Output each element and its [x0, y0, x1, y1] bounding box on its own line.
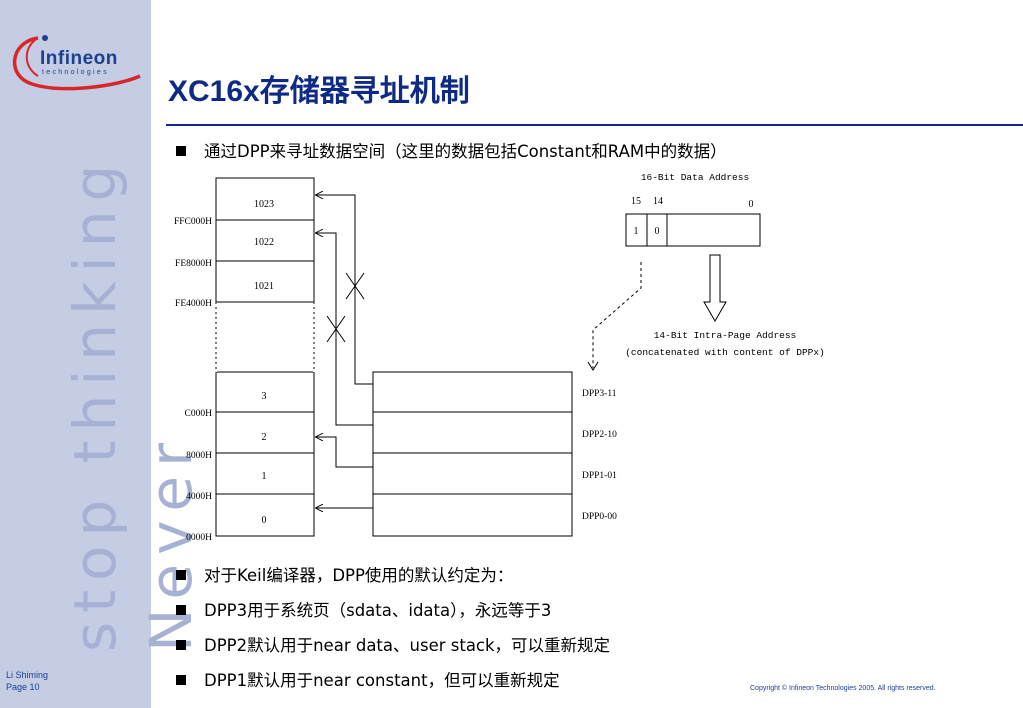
address-label: 4000H [186, 492, 212, 502]
bit-14-label: 14 [653, 196, 663, 207]
memory-column [215, 177, 315, 537]
bullet-text: DPP3用于系统页（sdata、idata），永远等于3 [204, 601, 552, 620]
dpp-label: DPP3-11 [582, 389, 617, 399]
bit-cell-1: 1 [634, 226, 639, 237]
bullet-text: 通过DPP来寻址数据空间（这里的数据包括Constant和RAM中的数据） [204, 142, 727, 161]
page-label-1023: 1023 [254, 199, 274, 210]
address-label: C000H [185, 409, 213, 419]
intra-page-note: (concatenated with content of DPPx) [625, 347, 825, 358]
data-address-register [625, 213, 761, 247]
bullet-square-icon [176, 146, 186, 156]
bullet-item: DPP1默认用于near constant，但可以重新规定 [176, 667, 560, 691]
address-label: FE8000H [175, 259, 212, 269]
bullet-item: DPP2默认用于near data、user stack，可以重新规定 [176, 632, 610, 656]
dpp-label: DPP1-01 [582, 471, 617, 481]
bit-15-label: 15 [631, 196, 641, 207]
bullet-item: DPP3用于系统页（sdata、idata），永远等于3 [176, 597, 551, 621]
dpp-select-dashed-arrow [592, 262, 642, 368]
address-label: FFC000H [174, 217, 212, 227]
bullet-square-icon [176, 675, 186, 685]
bullet-text: DPP1默认用于near constant，但可以重新规定 [204, 671, 560, 690]
infineon-logo-icon [13, 35, 141, 91]
data-address-title: 16-Bit Data Address [641, 172, 749, 183]
bullet-text: DPP2默认用于near data、user stack，可以重新规定 [204, 636, 611, 655]
page-label-1022: 1022 [254, 237, 274, 248]
page-label-1021: 1021 [254, 281, 274, 292]
address-label: FE4000H [175, 299, 212, 309]
hollow-down-arrow-icon [703, 254, 727, 322]
dashed-arrow-head-icon [587, 361, 599, 371]
footer-author: Li Shiming [6, 670, 49, 680]
page-label-3: 3 [262, 391, 267, 402]
dpp-label: DPP0-00 [582, 512, 617, 522]
page-label-1: 1 [262, 471, 267, 482]
dpp-register-column [372, 371, 573, 537]
bullet-square-icon [176, 605, 186, 615]
copyright-notice: Copyright © Infineon Technologies 2005. … [750, 685, 936, 692]
address-label: 8000H [186, 451, 212, 461]
bullet-square-icon [176, 640, 186, 650]
dpp-label: DPP2-10 [582, 430, 617, 440]
intra-page-label: 14-Bit Intra-Page Address [654, 330, 797, 341]
page-label-2: 2 [262, 432, 267, 443]
dpp-mapping-connectors [316, 195, 373, 508]
bullet-item: 对于Keil编译器，DPP使用的默认约定为： [176, 562, 513, 586]
title-divider [166, 124, 1023, 126]
bit-0-label: 0 [749, 199, 754, 210]
bullet-square-icon [176, 570, 186, 580]
footer-page: Page 10 [6, 682, 40, 692]
bullet-text: 对于Keil编译器，DPP使用的默认约定为： [204, 566, 514, 585]
address-label: 0000H [186, 533, 212, 543]
bullet-item: 通过DPP来寻址数据空间（这里的数据包括Constant和RAM中的数据） [176, 138, 727, 162]
logo-name: Infineon [40, 48, 118, 69]
page-label-0: 0 [262, 515, 267, 526]
page-title: XC16x存储器寻址机制 [168, 75, 470, 108]
logo-subtitle: technologies [42, 69, 109, 76]
bit-cell-0: 0 [655, 226, 660, 237]
sidebar: stop thinking Never [0, 0, 205, 708]
